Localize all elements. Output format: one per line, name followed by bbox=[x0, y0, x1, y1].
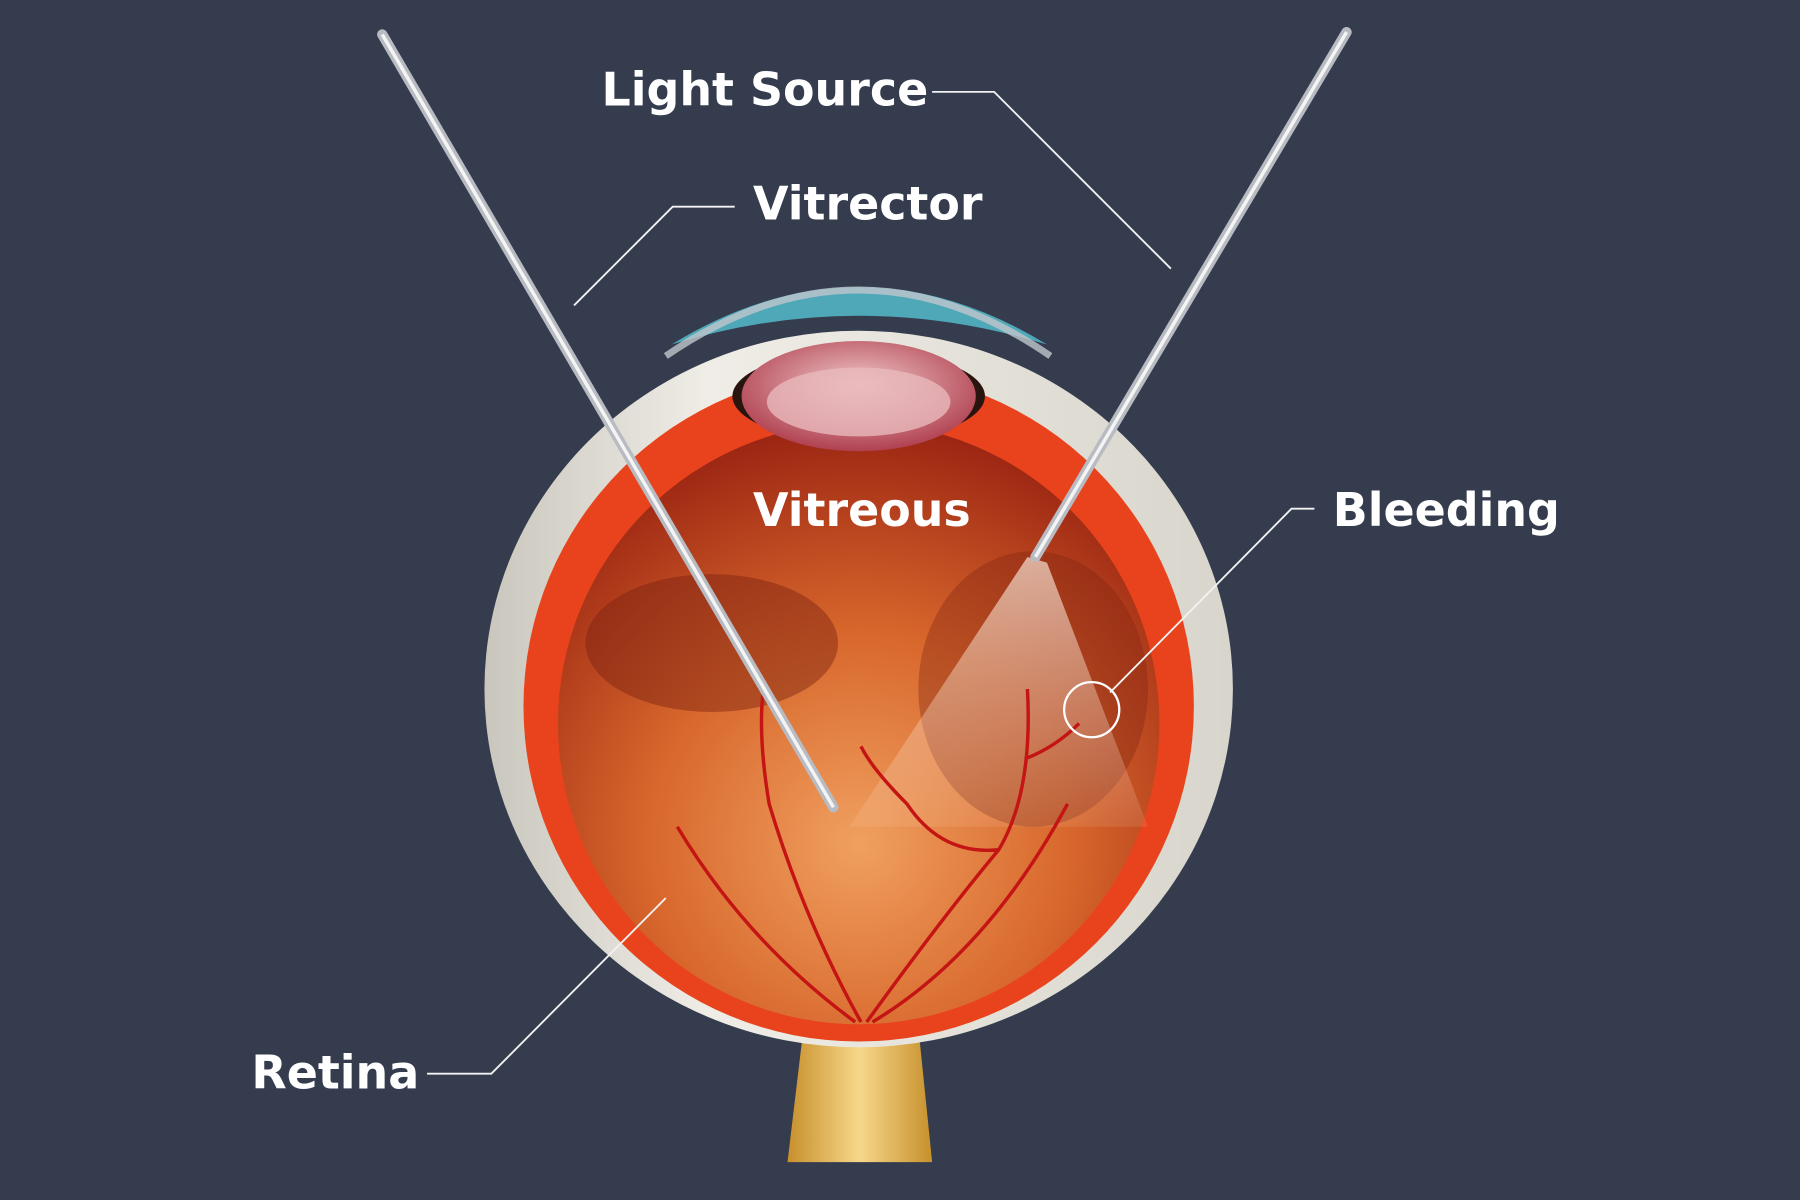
bleeding-leader bbox=[1109, 507, 1315, 694]
label-vitreous: Vitreous bbox=[753, 483, 971, 537]
light-source-leader bbox=[932, 90, 1172, 270]
retina-leader bbox=[427, 897, 667, 1075]
label-bleeding: Bleeding bbox=[1333, 483, 1560, 537]
vitrector-highlight bbox=[380, 33, 835, 809]
iris bbox=[671, 287, 1047, 345]
bleeding-marker bbox=[1063, 680, 1121, 739]
light-beam bbox=[849, 556, 1148, 827]
vitrector-leader bbox=[573, 205, 735, 307]
blood-vessels bbox=[675, 688, 1081, 1024]
label-retina: Retina bbox=[251, 1046, 419, 1100]
optic-nerve bbox=[787, 1027, 933, 1163]
label-light-source: Light Source bbox=[602, 63, 929, 117]
label-vitrector: Vitrector bbox=[753, 176, 983, 230]
light-source-highlight bbox=[1033, 31, 1349, 558]
cornea bbox=[663, 286, 1053, 359]
eyeball bbox=[484, 286, 1233, 1048]
hemorrhage-cloud bbox=[585, 574, 839, 712]
lens-nucleus bbox=[766, 367, 951, 437]
